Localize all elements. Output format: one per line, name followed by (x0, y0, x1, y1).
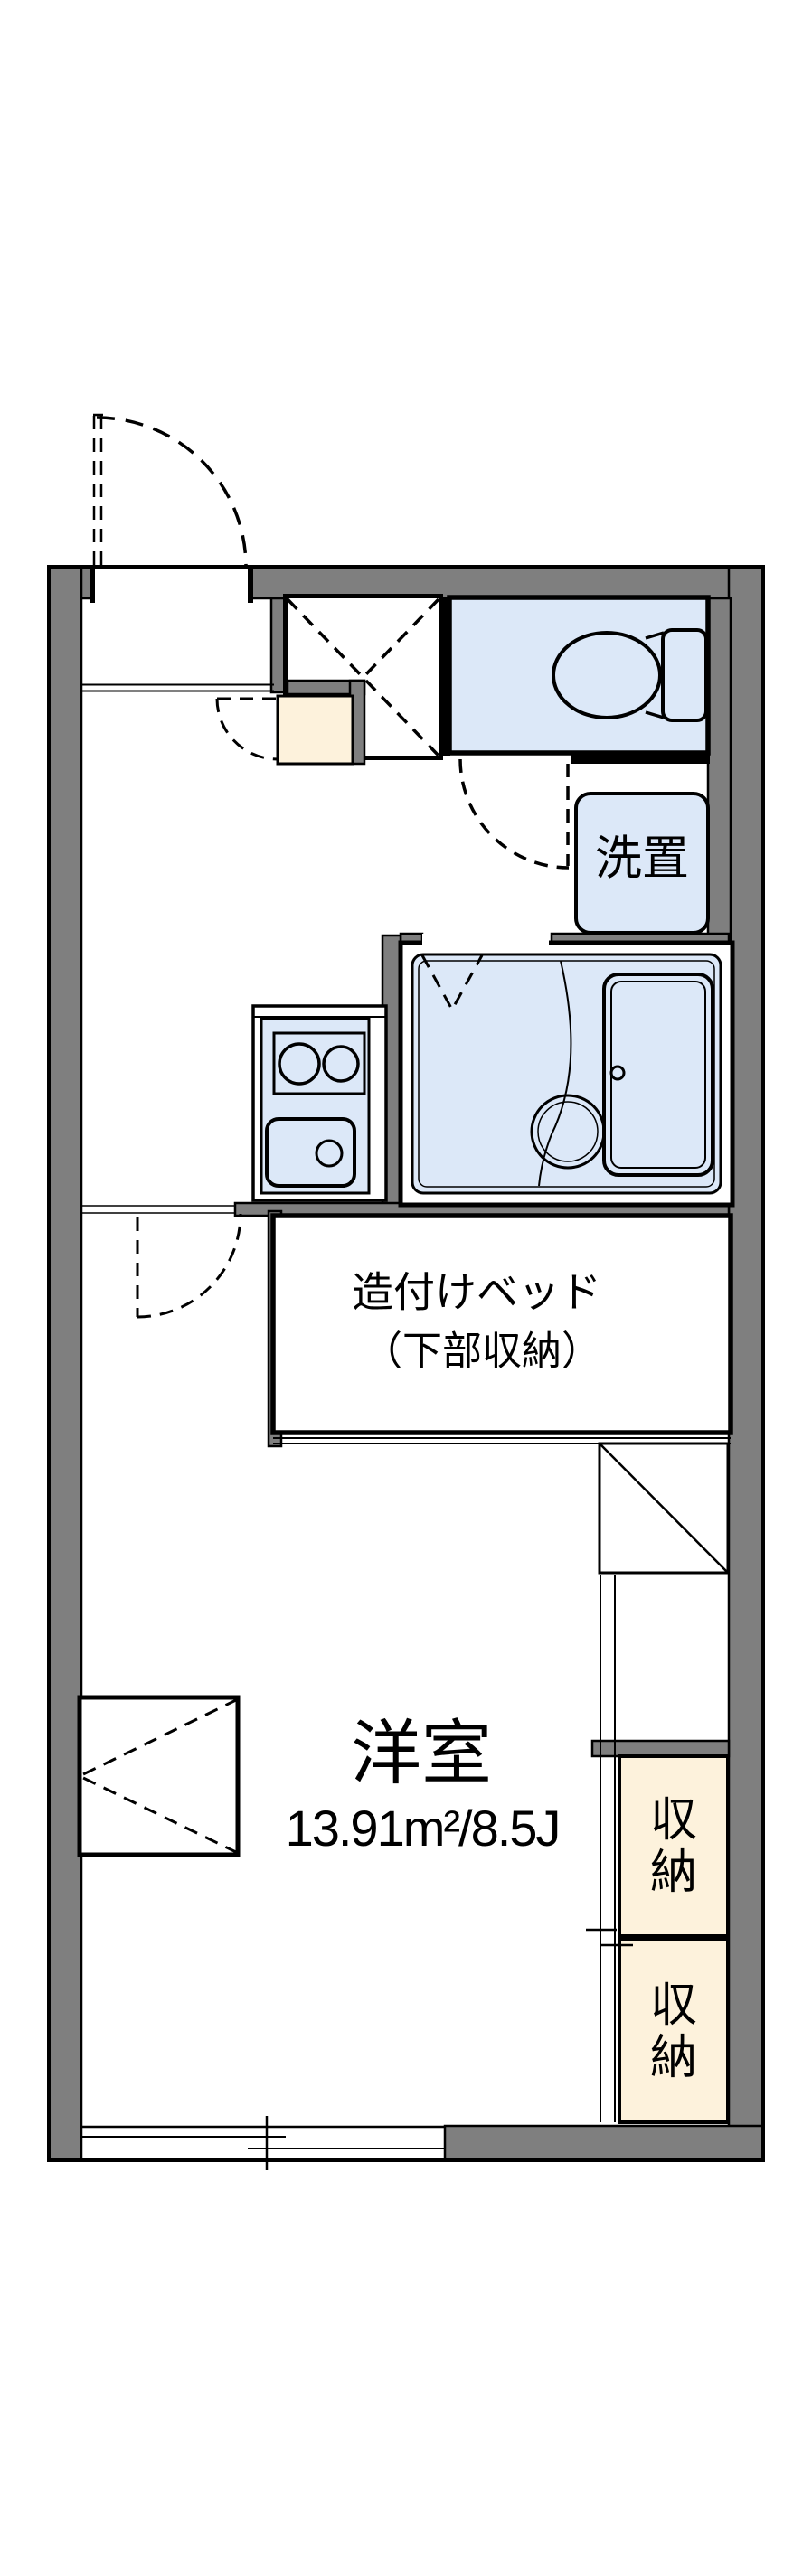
hatch-box (77, 1695, 241, 1857)
bathroom-folding-door (420, 954, 484, 1013)
storage-lower-box (618, 1938, 730, 2124)
bathroom-floor (411, 953, 722, 1195)
entrance-jamb-left (90, 565, 95, 603)
hatch-dash-bottom (79, 1774, 239, 1855)
storage-upper-box (618, 1754, 730, 1938)
closet-x-line-1 (286, 597, 440, 757)
bathtub-outer (602, 973, 714, 1177)
shoe-cabinet (276, 694, 354, 766)
toilet-room-floor (447, 595, 711, 756)
wall-bottom (443, 2124, 765, 2162)
hall-closet (215, 594, 443, 766)
entrance (90, 413, 253, 603)
kitchen-unit (260, 1017, 371, 1195)
wall-right-inset (706, 597, 732, 948)
bathroom-partition-curve (538, 960, 572, 1187)
toilet-seat-join-bottom (645, 710, 665, 719)
room-doorway (81, 1205, 242, 1319)
wall-storage-top (590, 1739, 731, 1758)
wall-top-right (249, 565, 765, 600)
stove-burner-right (322, 1045, 360, 1083)
hatch-dash-top (79, 1697, 239, 1778)
toilet-door-arc (458, 758, 570, 870)
sink (265, 1117, 356, 1188)
wall-left (47, 565, 83, 2162)
entrance-jamb-right (248, 565, 253, 603)
stove (272, 1031, 366, 1095)
toilet-room (447, 595, 711, 870)
storage-closets (586, 1575, 730, 2124)
entrance-opening (92, 569, 249, 601)
main-room-name: 洋室 (350, 1713, 493, 1793)
bed-outline (270, 1213, 733, 1435)
bed-label-line2: （下部収納） (363, 1329, 601, 1374)
washing-machine-space (574, 792, 710, 935)
wall-below-toilet (571, 753, 710, 764)
wall-right (727, 565, 765, 2162)
refrigerator-space (598, 1442, 730, 1575)
room-hatch-symbol (77, 1695, 241, 1857)
sink-drain (315, 1139, 344, 1168)
bathroom (398, 934, 735, 1208)
plan-outer-outline (47, 565, 765, 2162)
storage-lower-label: 収納 (650, 1979, 698, 2084)
room-door-arc (137, 1213, 242, 1319)
built-in-bed (270, 1213, 733, 1444)
refrigerator-diagonal (599, 1443, 729, 1574)
main-room-size: 13.91m²/8.5J (285, 1800, 562, 1857)
bed-label-line1: 造付けベッド (352, 1268, 601, 1316)
shoe-cabinet-door-arc (215, 698, 279, 761)
entrance-door-arc (96, 416, 248, 568)
bath-stool-inner (537, 1101, 599, 1162)
stove-burner-left (278, 1042, 321, 1086)
genkan (81, 683, 274, 692)
toilet-tank (661, 628, 708, 722)
bathtub-knob (609, 1065, 626, 1081)
toilet-bowl (552, 631, 662, 719)
storage-upper-label: 収納 (650, 1793, 698, 1899)
bathroom-doorway (422, 934, 549, 945)
toilet-seat-join-top (645, 631, 665, 640)
kitchen (251, 1004, 388, 1202)
bottom-window (81, 2116, 445, 2170)
laundry-label: 洗置 (594, 832, 690, 886)
